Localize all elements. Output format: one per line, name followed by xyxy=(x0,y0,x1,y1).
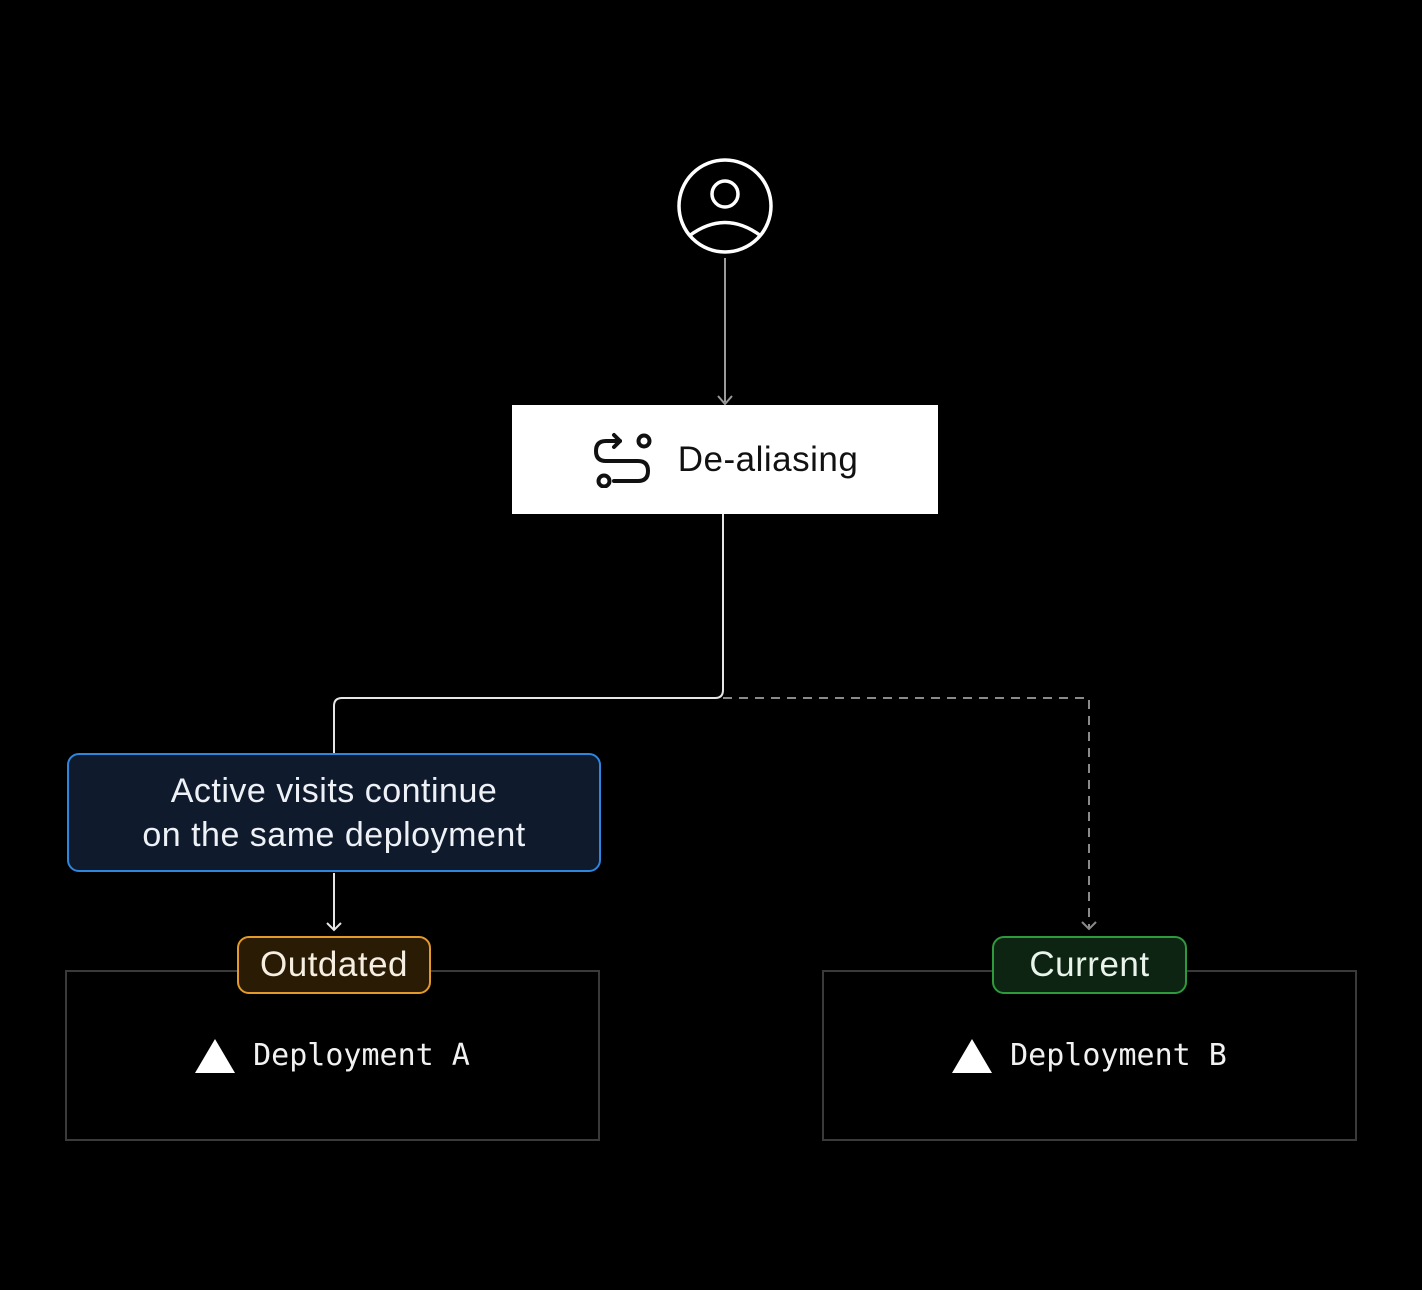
dealias-to-deployment-b-arrowhead xyxy=(1081,921,1097,931)
outdated-badge: Outdated xyxy=(237,936,431,994)
deployment-b-box: Deployment B xyxy=(822,970,1357,1141)
user-to-dealias-arrowhead xyxy=(717,395,733,406)
note-line-2: on the same deployment xyxy=(142,815,526,854)
dealiasing-node: De-aliasing xyxy=(512,405,938,514)
note-line-1: Active visits continue xyxy=(170,771,498,810)
dealias-to-deployment-b-dashed-connector xyxy=(723,697,1090,928)
user-circle-icon xyxy=(676,157,774,255)
deployment-b-label: Deployment B xyxy=(1010,1038,1227,1073)
current-badge: Current xyxy=(992,936,1187,994)
triangle-logo-icon xyxy=(195,1038,236,1073)
active-visits-note: Active visits continue on the same deplo… xyxy=(67,753,601,872)
dealiasing-label: De-aliasing xyxy=(677,439,859,479)
note-to-deployment-a-arrowhead xyxy=(326,922,342,932)
route-icon xyxy=(593,432,652,488)
dealias-to-note-connector xyxy=(333,514,724,753)
triangle-logo-icon xyxy=(952,1038,993,1073)
deployment-a-box: Deployment A xyxy=(65,970,600,1141)
deployment-a-label: Deployment A xyxy=(253,1038,470,1073)
